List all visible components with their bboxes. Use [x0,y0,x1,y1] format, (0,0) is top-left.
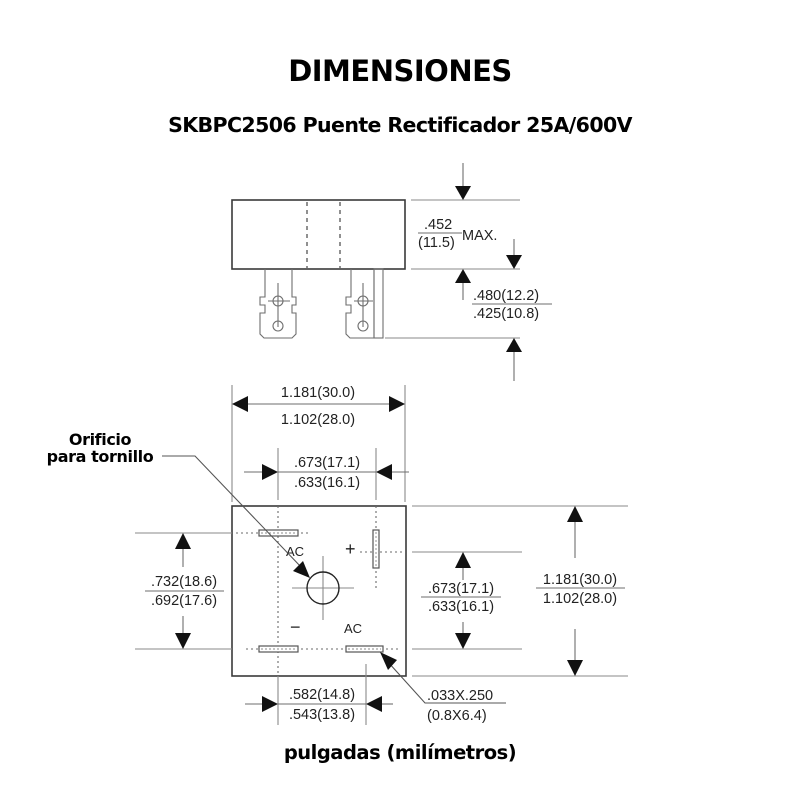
bottom-spacing-max: .582(14.8) [289,687,355,703]
side-view: .452 (11.5) MAX. .480(12.2) .425(10.8) [231,163,552,381]
arrow-left-icon [366,696,382,712]
arrow-up-icon [455,269,471,283]
terminal-size-inches: .033X.250 [427,688,493,704]
terminal-hole [272,295,284,307]
pin-label-negative: − [290,617,301,637]
bottom-spacing-min: .543(13.8) [289,707,355,723]
top-spacing-min: .633(16.1) [294,475,360,491]
pin-label-ac-bottom: AC [344,621,362,636]
arrow-left-icon [232,396,248,412]
arrow-left-icon [376,464,392,480]
overall-height-max: 1.181(30.0) [543,572,617,588]
screw-hole [306,571,340,605]
arrow-up-icon [455,552,471,568]
arrow-down-icon [506,255,522,269]
right-spacing-min: .633(16.1) [428,599,494,615]
arrow-right-icon [262,696,278,712]
pin-label-positive: + [345,539,356,559]
side-view-terminal-left [259,269,297,339]
overall-width-min: 1.102(28.0) [281,412,355,428]
arrow-up-icon [175,533,191,549]
arrow-right-icon [389,396,405,412]
terminal-hole [272,320,284,332]
terminal-hole [357,320,369,332]
pin-label-ac-top: AC [286,544,304,559]
top-spacing-max: .673(17.1) [294,455,360,471]
arrow-down-icon [175,633,191,649]
arrow-up-icon [506,338,522,352]
arrow-down-icon [567,660,583,676]
screw-hole-callout: Orificio para tornillo [20,431,180,465]
terminal-length-min: .425(10.8) [473,306,539,322]
terminal-hole [357,295,369,307]
body-height-inches: .452 [424,217,452,233]
terminal-length-max: .480(12.2) [473,288,539,304]
right-spacing-max: .673(17.1) [428,581,494,597]
side-view-terminal-right [345,268,384,339]
side-view-body [231,199,406,270]
arrow-leader-icon [293,561,310,578]
arrow-down-icon [455,633,471,649]
left-spacing-min: .692(17.6) [151,593,217,609]
terminal-size-mm: (0.8X6.4) [427,708,487,724]
arrow-up-icon [567,506,583,522]
front-view-body [231,505,407,677]
front-view: 1.181(30.0) 1.102(28.0) .673(17.1) .633(… [135,385,628,725]
body-height-suffix: MAX. [462,228,497,244]
left-spacing-max: .732(18.6) [151,574,217,590]
body-height-mm: (11.5) [418,235,455,251]
arrow-right-icon [262,464,278,480]
callout-line-2: para tornillo [46,447,154,466]
arrow-leader-icon [380,652,397,670]
callout-line-1: Orificio [68,430,132,449]
units-caption: pulgadas (milímetros) [283,741,517,764]
overall-height-min: 1.102(28.0) [543,591,617,607]
screw-hole-leader [162,455,303,569]
arrow-down-icon [455,186,471,200]
overall-width-max: 1.181(30.0) [281,385,355,401]
page-subtitle: SKBPC2506 Puente Rectificador 25A/600V [168,113,632,137]
terminal-edge [373,268,384,339]
page-title: DIMENSIONES [288,54,512,88]
terminal-size-leader [387,661,506,704]
